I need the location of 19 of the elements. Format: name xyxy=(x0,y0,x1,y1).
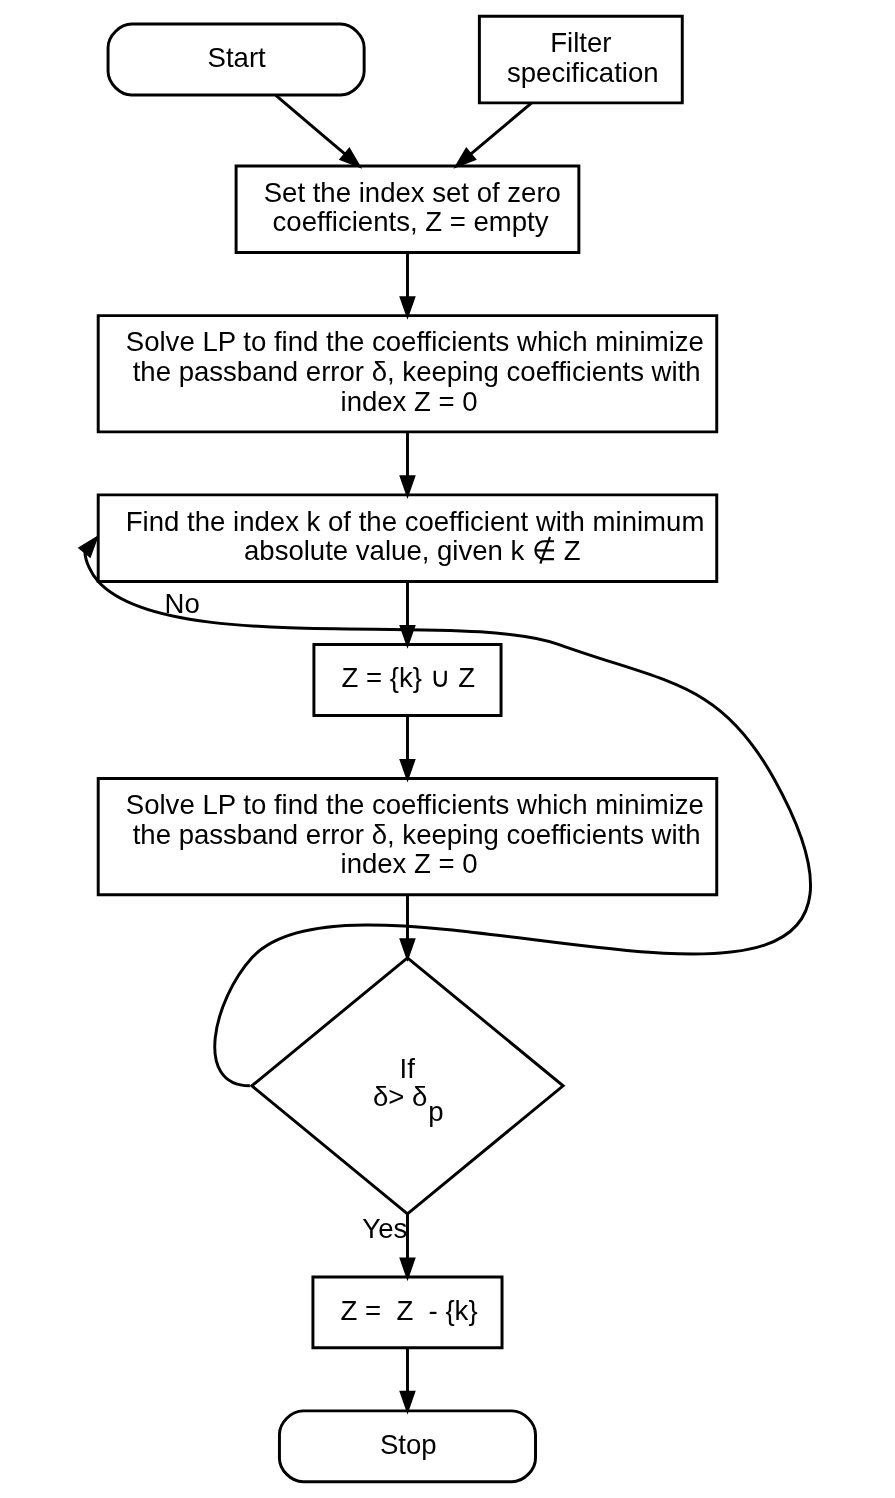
node-box: Solve LP to find the coefficients which minimize the passband error δ, keeping coefficients with index Z = 0 xyxy=(96,777,718,897)
node-box: Stop xyxy=(277,1409,537,1484)
node-box: Z = Z - {k} xyxy=(310,1275,503,1350)
arrow xyxy=(398,715,416,783)
edge-label: No xyxy=(164,588,200,620)
node-box: Solve LP to find the coefficients which minimize the passband error δ, keeping coefficients with index Z = 0 xyxy=(96,314,718,434)
node-box: Z = {k} ∪ Z xyxy=(311,643,503,717)
node-box: Find the index k of the coefficient with minimum absolute value, given k ∉ Z xyxy=(96,493,718,584)
arrow xyxy=(398,894,416,962)
node-box: Set the index set of zero coefficients, Z = empty xyxy=(234,164,580,255)
arrow xyxy=(398,431,416,500)
arrow xyxy=(274,94,362,169)
arrow xyxy=(398,253,416,320)
node-box: Filter specification xyxy=(477,14,684,105)
node-box: Start xyxy=(106,22,366,97)
arrow xyxy=(452,101,533,169)
arrow xyxy=(77,534,809,1088)
arrow xyxy=(398,1214,416,1282)
arrow xyxy=(398,1348,416,1415)
